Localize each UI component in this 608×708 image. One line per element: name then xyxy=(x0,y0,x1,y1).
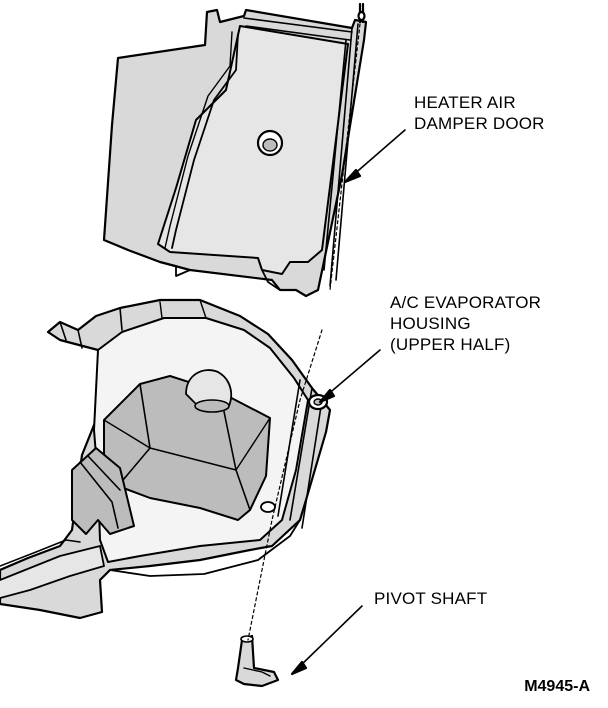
label-line: DAMPER DOOR xyxy=(414,114,545,133)
label-line: PIVOT SHAFT xyxy=(374,589,488,608)
leader-pivot-shaft xyxy=(290,605,363,676)
damper-door xyxy=(102,2,368,298)
label-pivot-shaft: PIVOT SHAFT xyxy=(374,588,487,609)
pivot-shaft xyxy=(234,634,280,688)
figure-id: M4945-A xyxy=(524,678,590,695)
label-line: A/C EVAPORATOR xyxy=(390,293,542,312)
label-heater-air-damper-door: HEATER AIR DAMPER DOOR xyxy=(414,92,545,134)
assembly-centerline xyxy=(247,23,361,641)
leader-evaporator-housing xyxy=(318,349,381,404)
label-ac-evaporator-housing: A/C EVAPORATOR HOUSING (UPPER HALF) xyxy=(390,292,541,355)
label-line: (UPPER HALF) xyxy=(390,335,511,354)
evaporator-housing xyxy=(0,298,332,620)
leader-damper-door xyxy=(343,129,406,184)
label-line: HOUSING xyxy=(390,314,471,333)
label-line: HEATER AIR xyxy=(414,93,516,112)
